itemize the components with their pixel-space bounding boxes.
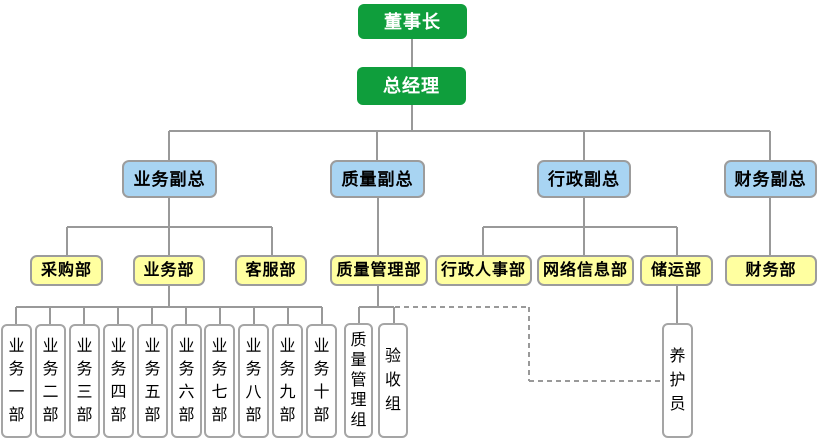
node-business-unit-8: 业务八部 [238, 324, 269, 438]
node-business-unit-1: 业务一部 [1, 324, 32, 438]
node-business-unit-6: 业务六部 [171, 324, 202, 438]
node-quality-vp: 质量副总 [330, 160, 425, 198]
node-storage-transport-dept: 储运部 [640, 255, 713, 286]
node-business-unit-7: 业务七部 [204, 324, 235, 438]
node-business-unit-9: 业务九部 [272, 324, 303, 438]
node-acceptance-group: 验收组 [378, 323, 408, 438]
node-quality-management-dept: 质量管理部 [330, 255, 428, 286]
node-purchasing-dept: 采购部 [30, 255, 103, 286]
node-chairman: 董事长 [358, 4, 467, 39]
node-business-unit-4: 业务四部 [103, 324, 134, 438]
node-admin-hr-dept: 行政人事部 [435, 255, 532, 286]
node-finance-dept: 财务部 [725, 255, 817, 286]
node-general-manager: 总经理 [357, 67, 466, 105]
node-maintenance-staff: 养护员 [662, 323, 693, 438]
node-business-vp: 业务副总 [122, 160, 217, 198]
node-customer-service-dept: 客服部 [235, 255, 307, 286]
node-network-info-dept: 网络信息部 [537, 255, 634, 286]
node-business-dept: 业务部 [133, 255, 205, 286]
node-business-unit-10: 业务十部 [306, 324, 337, 438]
node-business-unit-3: 业务三部 [69, 324, 100, 438]
node-finance-vp: 财务副总 [724, 160, 817, 198]
node-business-unit-5: 业务五部 [137, 324, 168, 438]
node-business-unit-2: 业务二部 [35, 324, 66, 438]
node-admin-vp: 行政副总 [537, 160, 631, 198]
node-quality-management-group: 质量管理组 [344, 323, 373, 438]
